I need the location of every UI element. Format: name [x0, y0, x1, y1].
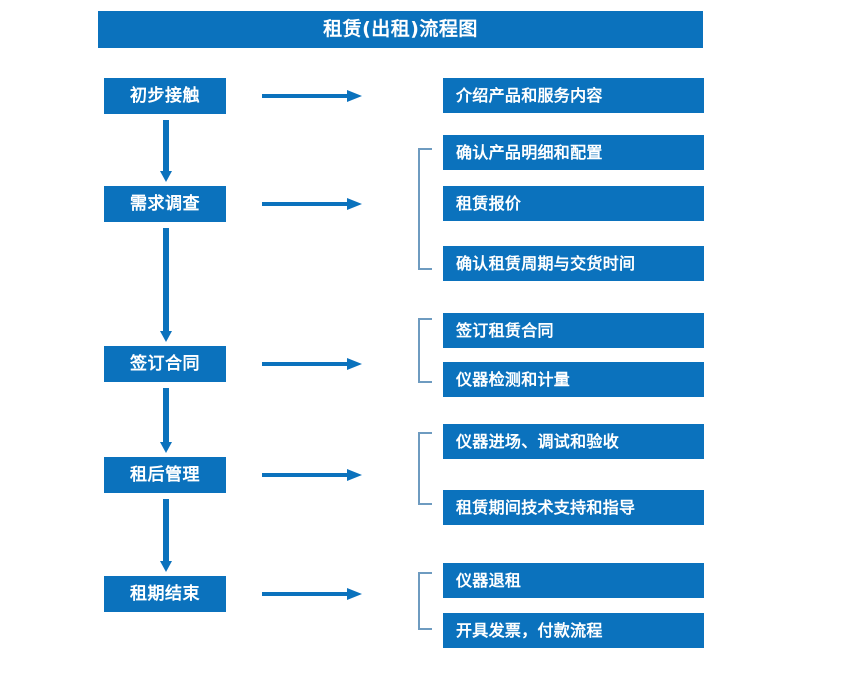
detail-box-instrument-inspection[interactable]: 仪器检测和计量	[443, 362, 704, 397]
arrow-head-icon	[347, 469, 362, 481]
arrow-shaft	[262, 94, 350, 98]
stage-box-initial-contact[interactable]: 初步接触	[104, 78, 226, 114]
arrow-head-icon	[347, 90, 362, 102]
stage-box-sign-contract[interactable]: 签订合同	[104, 346, 226, 382]
arrow-head-icon	[160, 171, 172, 182]
arrow-shaft	[262, 202, 350, 206]
arrow-head-icon	[160, 561, 172, 572]
detail-box-instrument-return[interactable]: 仪器退租	[443, 563, 704, 598]
diagram-title-text: 租赁(出租)流程图	[323, 18, 478, 40]
stage-label: 需求调查	[130, 193, 200, 214]
arrow-shaft	[163, 388, 169, 442]
detail-label: 仪器检测和计量	[456, 369, 571, 389]
detail-box-confirm-period-delivery[interactable]: 确认租赁周期与交货时间	[443, 246, 704, 281]
stage-label: 租后管理	[130, 464, 200, 485]
arrow-shaft	[163, 499, 169, 561]
detail-box-sign-rental-contract[interactable]: 签订租赁合同	[443, 313, 704, 348]
detail-label: 开具发票，付款流程	[456, 620, 603, 640]
vertical-arrow-1	[158, 120, 174, 182]
detail-box-instrument-entry-commissioning[interactable]: 仪器进场、调试和验收	[443, 424, 704, 459]
detail-label: 租赁期间技术支持和指导	[456, 497, 636, 517]
horizontal-arrow-1	[262, 88, 362, 104]
horizontal-arrow-2	[262, 196, 362, 212]
arrow-shaft	[262, 362, 350, 366]
arrow-head-icon	[347, 358, 362, 370]
group-bracket-rental-end	[418, 572, 432, 630]
horizontal-arrow-3	[262, 356, 362, 372]
detail-box-technical-support[interactable]: 租赁期间技术支持和指导	[443, 490, 704, 525]
arrow-shaft	[163, 120, 169, 171]
detail-box-introduce-products[interactable]: 介绍产品和服务内容	[443, 78, 704, 113]
arrow-head-icon	[347, 198, 362, 210]
stage-label: 租期结束	[130, 583, 200, 604]
detail-label: 介绍产品和服务内容	[456, 85, 603, 105]
detail-label: 确认产品明细和配置	[456, 142, 603, 162]
stage-label: 签订合同	[130, 353, 200, 374]
arrow-head-icon	[347, 588, 362, 600]
stage-label: 初步接触	[130, 85, 200, 106]
detail-label: 仪器退租	[456, 570, 522, 590]
detail-box-invoice-payment[interactable]: 开具发票，付款流程	[443, 613, 704, 648]
detail-label: 确认租赁周期与交货时间	[456, 253, 636, 273]
vertical-arrow-3	[158, 388, 174, 453]
diagram-title-banner: 租赁(出租)流程图	[98, 11, 703, 48]
detail-label: 仪器进场、调试和验收	[456, 431, 620, 451]
arrow-head-icon	[160, 331, 172, 342]
group-bracket-sign-contract	[418, 318, 432, 383]
arrow-shaft	[262, 592, 350, 596]
detail-box-confirm-product-spec[interactable]: 确认产品明细和配置	[443, 135, 704, 170]
vertical-arrow-2	[158, 228, 174, 342]
group-bracket-post-rental	[418, 432, 432, 505]
stage-box-needs-survey[interactable]: 需求调查	[104, 186, 226, 222]
group-bracket-needs-survey	[418, 148, 432, 270]
stage-box-rental-end[interactable]: 租期结束	[104, 576, 226, 612]
detail-label: 租赁报价	[456, 193, 522, 213]
arrow-shaft	[163, 228, 169, 331]
horizontal-arrow-4	[262, 467, 362, 483]
detail-box-rental-quote[interactable]: 租赁报价	[443, 186, 704, 221]
vertical-arrow-4	[158, 499, 174, 572]
arrow-shaft	[262, 473, 350, 477]
detail-label: 签订租赁合同	[456, 320, 554, 340]
arrow-head-icon	[160, 442, 172, 453]
stage-box-post-rental-management[interactable]: 租后管理	[104, 457, 226, 493]
horizontal-arrow-5	[262, 586, 362, 602]
